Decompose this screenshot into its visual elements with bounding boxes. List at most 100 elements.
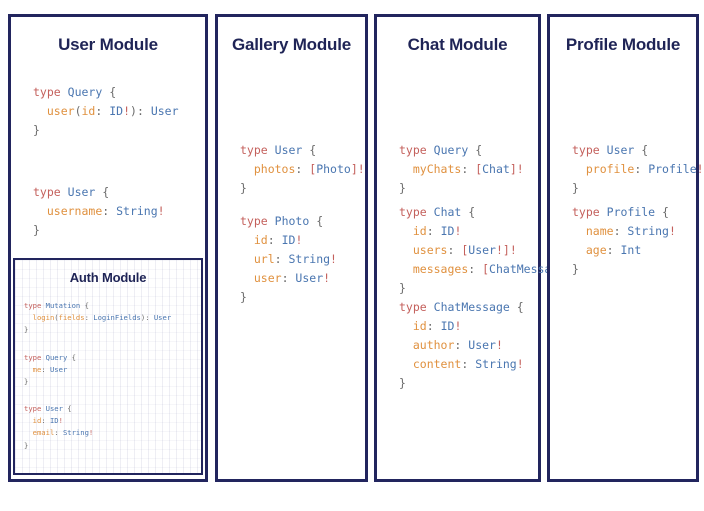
module-panel-title: Chat Module — [407, 35, 508, 54]
code-token-field: age — [585, 243, 607, 257]
code-token-kw: type — [33, 85, 61, 99]
code-token-punct: : — [145, 313, 154, 323]
code-token-field: url — [253, 252, 275, 266]
code-token-kw: type — [24, 301, 42, 310]
code-token-type: User — [45, 404, 63, 413]
code-token-punct — [399, 262, 413, 276]
code-line: id: ID! — [399, 222, 579, 241]
code-block-profile-user: type User { profile: Profile!} — [572, 141, 704, 198]
code-line: } — [33, 221, 165, 240]
code-line: name: String! — [572, 222, 676, 241]
code-line: user: User! — [240, 269, 337, 288]
code-token-kw: ! — [696, 162, 704, 176]
code-token-type: Mutation — [45, 301, 81, 310]
code-token-punct: { — [62, 404, 72, 413]
code-line: type User { — [572, 141, 704, 160]
code-token-punct — [572, 162, 586, 176]
code-line: id: ID! — [399, 317, 524, 336]
code-token-field: id — [253, 233, 268, 247]
code-token-kw: ! — [330, 252, 337, 266]
code-token-punct — [240, 162, 254, 176]
code-token-punct — [61, 185, 68, 199]
code-block-body: type Query { user(id: ID!): User} — [33, 83, 179, 140]
code-line: } — [572, 179, 704, 198]
code-token-punct — [427, 143, 434, 157]
code-line: content: String! — [399, 355, 524, 374]
code-token-kw: ! — [295, 233, 303, 247]
code-token-kw: type — [24, 404, 42, 413]
code-token-punct: } — [572, 262, 579, 276]
code-token-punct — [24, 428, 33, 437]
code-token-punct: : — [95, 104, 110, 118]
code-token-punct — [572, 243, 586, 257]
code-token-kw: ! — [668, 224, 676, 238]
code-token-kw: ! — [88, 428, 94, 438]
code-token-kw: [ — [482, 262, 490, 276]
code-token-field: users — [412, 243, 448, 257]
code-line: } — [240, 179, 365, 198]
code-line: } — [24, 324, 171, 336]
code-token-kw: ! — [454, 319, 462, 333]
code-line: type Chat { — [399, 203, 579, 222]
code-token-field: content — [412, 357, 462, 371]
code-line: type User { — [24, 403, 93, 415]
code-token-punct — [600, 143, 607, 157]
code-token-field: profile — [585, 162, 635, 176]
code-token-field: login — [32, 313, 55, 323]
code-token-field: name — [585, 224, 614, 238]
code-token-kw: type — [240, 214, 268, 228]
code-token-type: Photo — [274, 214, 310, 228]
code-line: users: [User!]! — [399, 241, 579, 260]
code-line: id: ID! — [24, 415, 93, 427]
code-block-gallery-photo: type Photo { id: ID! url: String! user: … — [240, 212, 337, 307]
code-token-type: ChatMessage — [489, 262, 566, 276]
code-token-type: User — [468, 338, 496, 352]
code-line: } — [399, 179, 524, 198]
code-line: type Photo { — [240, 212, 337, 231]
code-token-punct: } — [24, 325, 29, 335]
code-block-user-query: type Query { user(id: ID!): User} — [33, 83, 179, 140]
code-token-type: Profile — [606, 205, 656, 219]
code-token-type: User — [606, 143, 635, 157]
code-block-auth-mutation: type Mutation { login(fields: LoginField… — [24, 300, 171, 337]
code-token-punct: { — [302, 143, 317, 157]
code-token-punct: { — [309, 214, 324, 228]
code-token-punct: : — [461, 357, 476, 371]
code-token-kw: type — [572, 205, 600, 219]
code-token-punct — [24, 313, 33, 322]
code-token-type: String — [116, 204, 158, 218]
code-token-punct: ( — [74, 104, 82, 118]
code-token-kw: ]! — [509, 162, 524, 176]
code-block-body: type ChatMessage { id: ID! author: User!… — [399, 298, 524, 393]
code-token-kw: ! — [495, 338, 503, 352]
code-token-type: Chat — [482, 162, 510, 176]
module-panel-title: Profile Module — [565, 35, 681, 54]
code-token-field: id — [81, 104, 96, 118]
code-token-type: Int — [620, 243, 642, 257]
code-token-kw: [ — [475, 162, 483, 176]
module-panel-profile-module[interactable]: Profile Module type User { profile: Profi… — [547, 14, 704, 482]
code-token-type: User — [295, 271, 324, 285]
code-line: profile: Profile! — [572, 160, 704, 179]
code-line: id: ID! — [240, 231, 337, 250]
code-token-kw: type — [33, 185, 61, 199]
code-token-punct — [240, 252, 254, 266]
code-token-punct: : — [447, 243, 462, 257]
code-token-punct: ) — [140, 313, 146, 323]
code-token-punct: { — [80, 301, 89, 310]
code-token-field: email — [32, 428, 55, 438]
code-token-punct: : — [426, 224, 441, 238]
code-line: type Profile { — [572, 203, 676, 222]
code-token-punct — [61, 85, 68, 99]
code-token-punct: } — [240, 290, 247, 304]
code-token-field: author — [412, 338, 455, 352]
code-token-punct — [33, 104, 47, 118]
code-token-field: username — [46, 204, 103, 218]
code-token-field: me — [32, 365, 42, 375]
code-token-punct: } — [572, 181, 579, 195]
